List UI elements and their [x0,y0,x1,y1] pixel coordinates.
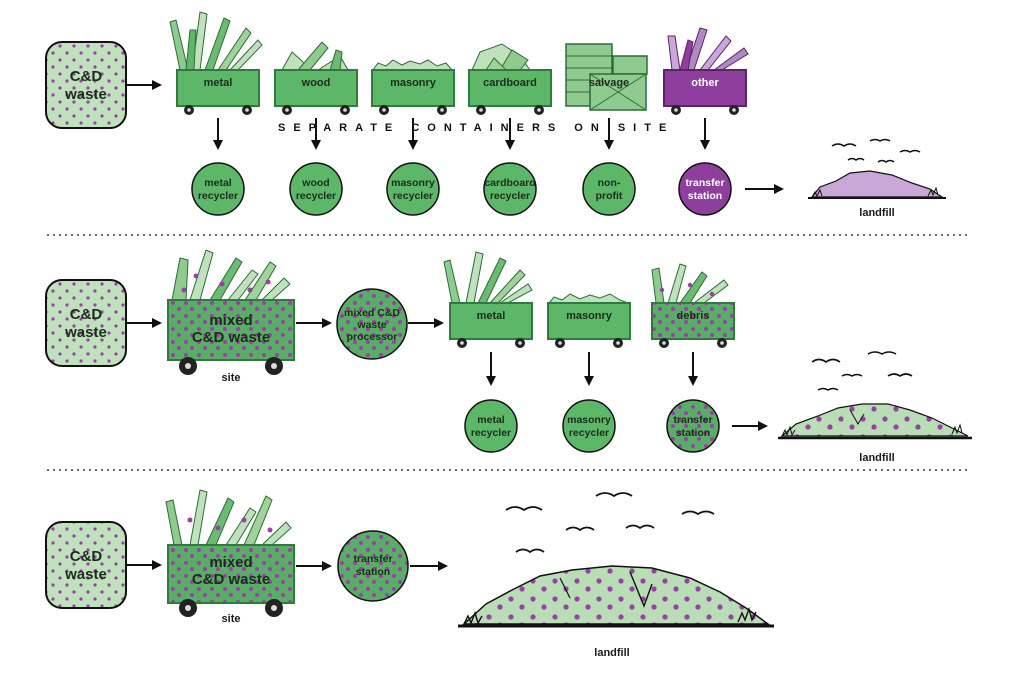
mixed-bin-site-2: mixed C&D waste site [167,249,295,384]
source-label-line2: waste [64,566,107,583]
source-label-line1: C&D [70,548,103,565]
bin-label-masonry: masonry [566,310,613,322]
mixed-load-3 [165,489,292,546]
source-label-line1: C&D [70,68,103,85]
bin-wood: wood [274,41,358,115]
dest-label: cardboard [484,177,535,189]
wood-planks-load [281,41,349,71]
destination-transfer-station-2: transfer station [666,399,720,453]
processor-label: mixed C&D [344,307,400,319]
site-label: site [222,372,241,384]
metal-scrap-load [169,11,263,71]
debris-load [651,263,729,304]
landfill-large: landfill [458,565,774,659]
mixed-bin-site-3: mixed C&D waste site [165,489,295,625]
masonry-rubble-load [547,293,629,304]
dest-label: masonry [567,414,611,426]
birds-medium [811,351,913,391]
dest-label: recycler [471,427,511,439]
dest-label: recycler [393,190,433,202]
metal-scrap-load [443,251,533,304]
processor-label: waste [356,319,386,331]
dest-label: transfer [685,177,724,189]
mixed-bin-label-1: mixed [209,554,252,571]
cd-waste-source-2: C&D waste [45,279,127,367]
dest-label: masonry [391,177,435,189]
bin-other: other [663,27,749,115]
landfill-small: landfill [808,170,946,219]
dest-label: profit [596,190,623,202]
dest-label: metal [204,177,232,189]
bin-cardboard: cardboard [468,43,552,115]
destination-masonry-recycler: masonry recycler [386,162,440,216]
landfill-label: landfill [859,452,894,464]
dest-label: recycler [490,190,530,202]
salvage-items: salvage [565,43,648,111]
bin-metal: metal [169,11,263,115]
source-label-line2: waste [64,86,107,103]
source-label-line1: C&D [70,306,103,323]
bin-masonry-2: masonry [547,293,631,348]
landfill-label: landfill [859,207,894,219]
mixed-bin-label-1: mixed [209,312,252,329]
dest-label: station [688,190,722,202]
birds-large [505,492,715,554]
destination-cardboard-recycler: cardboard recycler [483,162,537,216]
mixed-bin-label-2: C&D waste [192,329,270,346]
station-label: station [356,566,390,578]
bin-label-masonry: masonry [390,77,437,89]
bin-label-metal: metal [204,77,233,89]
masonry-rubble-load [372,59,454,71]
bin-label-other: other [691,77,719,89]
dest-label: non- [598,177,621,189]
destination-wood-recycler: wood recycler [289,162,343,216]
transfer-station-3: transfer station [337,530,409,602]
other-debris-load [667,27,749,71]
birds-small [831,138,921,163]
bin-masonry: masonry [371,59,455,115]
bin-metal-2: metal [443,251,533,348]
bin-debris-2: debris [651,263,735,348]
cd-waste-source: C&D waste [45,41,127,129]
landfill-label: landfill [594,647,629,659]
bin-label-cardboard: cardboard [483,77,537,89]
bin-label-metal: metal [477,310,506,322]
cardboard-load [471,43,531,71]
dest-label: recycler [296,190,336,202]
separate-containers-text: SEPARATE CONTAINERS ON SITE [278,122,674,134]
bin-label-wood: wood [301,77,331,89]
mixed-bin-label-2: C&D waste [192,571,270,588]
destination-metal-recycler-2: metal recycler [464,399,518,453]
row-separate-containers: C&D waste metal [45,11,946,219]
source-label-line2: waste [64,324,107,341]
destination-non-profit: non- profit [582,162,636,216]
row1-down-arrows [213,118,710,150]
destination-transfer-station: transfer station [678,162,732,216]
dest-label: wood [301,177,329,189]
dest-label: transfer [673,414,712,426]
bin-label-debris: debris [676,310,709,322]
mixed-waste-processor: mixed C&D waste processor [336,288,408,360]
station-label: transfer [353,553,392,565]
dest-label: recycler [198,190,238,202]
row-mixed-processor: C&D waste mixed C&D waste [45,249,972,464]
dest-label: station [676,427,710,439]
row-mixed-to-landfill: C&D waste mixed C&D waste site [45,489,774,659]
landfill-medium: landfill [778,403,972,464]
dest-label: metal [477,414,505,426]
destination-masonry-recycler-2: masonry recycler [562,399,616,453]
processor-label: processor [347,331,398,343]
bin-label-salvage: salvage [589,77,629,89]
mixed-load-2 [171,249,291,301]
site-label: site [222,613,241,625]
cd-waste-source-3: C&D waste [45,521,127,609]
dest-label: recycler [569,427,609,439]
row2-down-arrows [486,352,698,386]
destination-metal-recycler: metal recycler [191,162,245,216]
